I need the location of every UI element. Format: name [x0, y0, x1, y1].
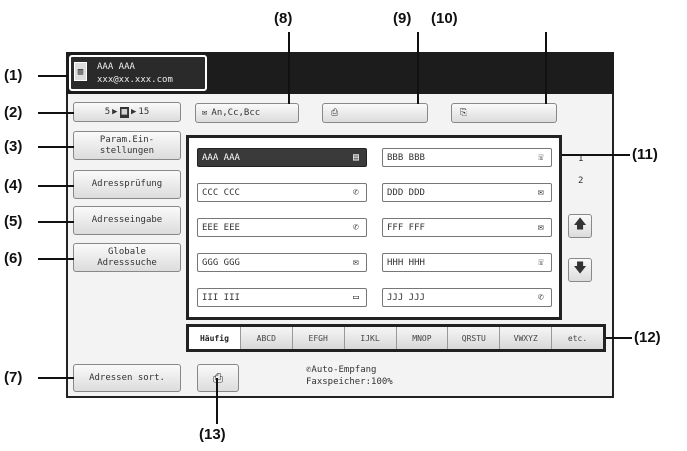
- callout-11: (11): [632, 146, 658, 163]
- callout-line: [38, 258, 74, 260]
- toggle-five-label: 5: [104, 106, 111, 117]
- address-entry[interactable]: GGG GGG ✉: [197, 253, 367, 272]
- callout-6: (6): [4, 250, 23, 267]
- toggle-fifteen-label: 15: [138, 106, 150, 117]
- destination-name: AAA AAA: [97, 62, 135, 72]
- entry-name: FFF FFF: [387, 222, 425, 233]
- address-entry[interactable]: HHH HHH ☏: [382, 253, 552, 272]
- fax-icon: ☏: [537, 257, 545, 268]
- entry-name: GGG GGG: [202, 257, 240, 268]
- entry-name: BBB BBB: [387, 152, 425, 163]
- callout-line: [38, 221, 74, 223]
- folder-icon: ▭: [352, 292, 360, 303]
- page-number: 1: [578, 154, 584, 164]
- address-book-icon: ▥: [74, 62, 87, 81]
- address-entry[interactable]: III III ▭: [197, 288, 367, 307]
- sort-address-button[interactable]: Adressen sort.: [73, 364, 181, 392]
- address-entry[interactable]: DDD DDD ✉: [382, 183, 552, 202]
- tab-mnop[interactable]: MNOP: [396, 327, 449, 349]
- callout-line: [38, 75, 68, 77]
- callout-line: [562, 154, 630, 156]
- callout-line: [38, 185, 74, 187]
- grid-icon: ▦: [119, 106, 129, 118]
- callout-9: (9): [393, 10, 412, 27]
- tab-etc[interactable]: etc.: [552, 327, 603, 349]
- index-tabs: Häufig ABCD EFGH IJKL MNOP QRSTU VWXYZ e…: [186, 324, 606, 352]
- entry-name: JJJ JJJ: [387, 292, 425, 303]
- entry-name: AAA AAA: [202, 152, 240, 163]
- mail-icon: ✉: [352, 257, 360, 268]
- callout-7: (7): [4, 369, 23, 386]
- param-settings-button[interactable]: Param.Ein- stellungen: [73, 131, 181, 160]
- address-entry[interactable]: FFF FFF ✉: [382, 218, 552, 237]
- callout-2: (2): [4, 104, 23, 121]
- entry-name: CCC CCC: [202, 187, 240, 198]
- cc-bcc-button[interactable]: ✉ An,Cc,Bcc: [195, 103, 299, 123]
- callout-3: (3): [4, 138, 23, 155]
- callout-10: (10): [431, 10, 458, 27]
- status-auto-receive: Auto-Empfang: [311, 365, 377, 375]
- print-list-button[interactable]: ⎙: [322, 103, 428, 123]
- global-address-search-button[interactable]: Globale Adresssuche: [73, 243, 181, 272]
- callout-line: [606, 337, 632, 339]
- tab-ijkl[interactable]: IJKL: [344, 327, 397, 349]
- callout-5: (5): [4, 213, 23, 230]
- arrow-up-icon: 🡅: [573, 217, 587, 232]
- address-entry[interactable]: BBB BBB ☏: [382, 148, 552, 167]
- envelope-icon: ✉: [202, 107, 208, 118]
- callout-13: (13): [199, 426, 226, 443]
- callout-line: [417, 32, 419, 104]
- entry-name: III III: [202, 292, 240, 303]
- arrow-right-icon: ▶: [131, 106, 137, 117]
- scroll-up-button[interactable]: 🡅: [568, 214, 592, 238]
- scroll-down-button[interactable]: 🡇: [568, 258, 592, 282]
- page-number: 2: [578, 176, 584, 186]
- callout-line: [38, 146, 74, 148]
- callout-line: [216, 378, 218, 424]
- address-entry-button[interactable]: Adresseingabe: [73, 206, 181, 235]
- address-entry[interactable]: JJJ JJJ ✆: [382, 288, 552, 307]
- entry-name: DDD DDD: [387, 187, 425, 198]
- address-entry[interactable]: EEE EEE ✆: [197, 218, 367, 237]
- fax-icon: ☏: [537, 152, 545, 163]
- entry-name: EEE EEE: [202, 222, 240, 233]
- destination-address: xxx@xx.xxx.com: [97, 75, 173, 85]
- callout-12: (12): [634, 329, 661, 346]
- mail-icon: ✉: [537, 187, 545, 198]
- mail-icon: ✉: [537, 222, 545, 233]
- printer-icon: ⎙: [331, 107, 339, 118]
- fax-machine-icon: ⎙: [212, 370, 224, 386]
- tab-haeufig[interactable]: Häufig: [189, 327, 241, 349]
- phone-icon: ✆: [537, 292, 545, 303]
- callout-line: [545, 32, 547, 104]
- fax-status-button[interactable]: ⎙: [197, 364, 239, 392]
- callout-4: (4): [4, 177, 23, 194]
- tab-qrstu[interactable]: QRSTU: [448, 327, 501, 349]
- cc-bcc-label: An,Cc,Bcc: [211, 107, 261, 118]
- tab-vwxyz[interactable]: VWXYZ: [500, 327, 553, 349]
- callout-line: [288, 32, 290, 104]
- register-icon: ⎘: [460, 107, 468, 118]
- arrow-right-icon: ▶: [112, 106, 118, 117]
- tab-efgh[interactable]: EFGH: [292, 327, 345, 349]
- address-entry[interactable]: AAA AAA ▤: [197, 148, 367, 167]
- tab-abcd[interactable]: ABCD: [240, 327, 293, 349]
- register-button[interactable]: ⎘: [451, 103, 557, 123]
- address-entry[interactable]: CCC CCC ✆: [197, 183, 367, 202]
- group-icon: ▤: [352, 152, 360, 163]
- phone-icon: ✆: [306, 365, 312, 375]
- callout-line: [38, 112, 74, 114]
- destination-display: AAA AAA xxx@xx.xxx.com: [69, 55, 207, 91]
- address-review-button[interactable]: Adressprüfung: [73, 170, 181, 199]
- entry-name: HHH HHH: [387, 257, 425, 268]
- callout-8: (8): [274, 10, 293, 27]
- phone-icon: ✆: [352, 222, 360, 233]
- fax-status: ✆Auto-Empfang Faxspeicher:100%: [306, 364, 393, 388]
- callout-1: (1): [4, 67, 23, 84]
- arrow-down-icon: 🡇: [573, 261, 587, 276]
- phone-icon: ✆: [352, 187, 360, 198]
- status-fax-memory: Faxspeicher:100%: [306, 377, 393, 387]
- callout-line: [38, 377, 74, 379]
- display-count-toggle[interactable]: 5 ▶ ▦ ▶ 15: [73, 102, 181, 122]
